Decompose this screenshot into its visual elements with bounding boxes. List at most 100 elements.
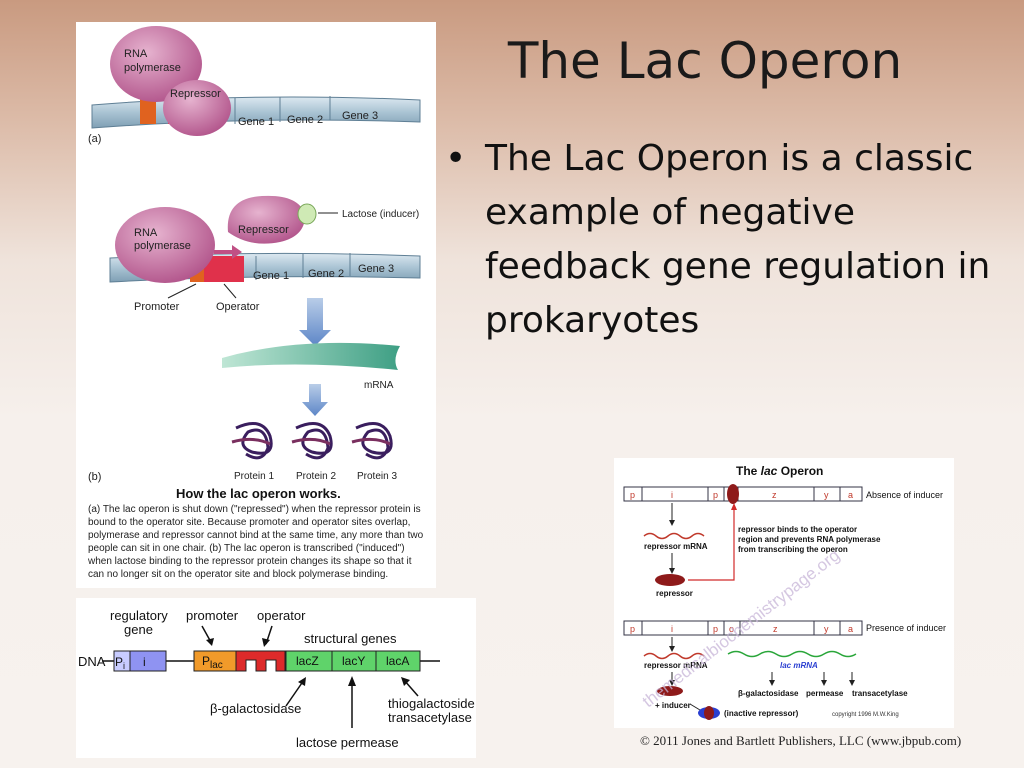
- panel-b-label: (b): [88, 471, 101, 483]
- transacetylase-label: transacetylase: [388, 710, 472, 725]
- free-repressor-icon: [655, 574, 685, 586]
- protein-2-label: Protein 2: [296, 471, 336, 482]
- svg-text:y: y: [824, 624, 829, 634]
- laca-label: lacA: [386, 654, 409, 668]
- operon-map-panel: [76, 598, 476, 758]
- operator-label: operator: [257, 608, 306, 623]
- panel-a-rna-polymerase: [110, 26, 202, 102]
- svg-text:y: y: [824, 490, 829, 500]
- repressor-binding-arrow: [688, 508, 735, 581]
- protein-1-label: Protein 1: [234, 471, 274, 482]
- panel-a-repressor-label: Repressor: [170, 88, 221, 100]
- panel-a-gene-3: Gene 3: [342, 110, 378, 122]
- protein-3-icon: [351, 422, 393, 460]
- repressor-mrna-label: repressor mRNA: [644, 542, 708, 551]
- protein-2-icon: [291, 422, 333, 460]
- dna-label: DNA: [78, 654, 106, 669]
- svg-text:p: p: [713, 624, 718, 634]
- panel-b-mrna-label: mRNA: [364, 380, 394, 391]
- regulatory-gene-label: regulatory: [110, 608, 168, 623]
- promoter-label: promoter: [186, 608, 239, 623]
- i-gene-box: [129, 650, 167, 672]
- transcription-arrow-icon: [299, 298, 331, 346]
- caption-body: (a) The lac operon is shut down ("repres…: [88, 504, 424, 580]
- repressor-mrna-label-2: repressor mRNA: [644, 661, 708, 670]
- beta-gal-product-label: β-galactosidase: [738, 689, 799, 698]
- panel-a-rna-polymerase-label: RNA: [124, 48, 148, 60]
- panel-b-release-arrow-icon: [214, 245, 242, 259]
- bound-repressor-icon: [727, 484, 739, 504]
- repressor-note-2: region and prevents RNA polymerase: [738, 535, 881, 544]
- repressor-note-1: repressor binds to the operator: [738, 525, 857, 534]
- diagram-copyright: copyright 1996 M.W.King: [832, 712, 899, 718]
- structural-genes-label: structural genes: [304, 631, 397, 646]
- repressor-label: repressor: [656, 589, 693, 598]
- beta-galactosidase-label: β-galactosidase: [210, 701, 301, 716]
- panel-b-rna-polymerase-label2: polymerase: [134, 240, 191, 252]
- permease-product-label: permease: [806, 689, 844, 698]
- svg-text:Pi: Pi: [115, 655, 125, 671]
- svg-text:z: z: [772, 490, 777, 500]
- operator-box: [235, 650, 286, 672]
- svg-text:p: p: [630, 624, 635, 634]
- panel-b-lactose-label: Lactose (inducer): [342, 209, 419, 220]
- panel-a-gene-1: Gene 1: [238, 116, 274, 128]
- repressor-note-3: from transcribing the operon: [738, 545, 848, 554]
- panel-a-gene-2: Gene 2: [287, 114, 323, 126]
- inducer-label: + inducer: [655, 701, 691, 710]
- slide-title: The Lac Operon: [507, 32, 903, 90]
- regulatory-gene-label2: gene: [124, 622, 153, 637]
- panel-b-gene-3: Gene 3: [358, 263, 394, 275]
- absence-row-boxes: p i p z y a: [623, 486, 863, 502]
- presence-row-boxes: p i p o z y a: [623, 620, 863, 636]
- panel-b-gene-2: Gene 2: [308, 268, 344, 280]
- laca-box: [375, 650, 421, 672]
- i-gene-label: i: [143, 655, 146, 669]
- absence-of-inducer-label: Absence of inducer: [866, 490, 943, 500]
- bullet-text: The Lac Operon is a classic example of n…: [485, 138, 991, 341]
- panel-b-lactose-icon: [297, 203, 317, 225]
- transacetylase-product-label: transacetylase: [852, 689, 908, 698]
- panel-b-rna-polymerase-label: RNA: [134, 227, 158, 239]
- lac-mrna-label: lac mRNA: [780, 661, 818, 670]
- panel-a-repressor: [163, 80, 231, 136]
- panel-b-rna-polymerase: [115, 207, 215, 283]
- figure-caption-panel: [76, 462, 436, 588]
- svg-text:a: a: [848, 624, 853, 634]
- panel-b-operator-label: Operator: [216, 301, 260, 313]
- svg-text:z: z: [773, 624, 778, 634]
- inactive-repressor-label: (inactive repressor): [724, 709, 799, 718]
- lacz-label: lacZ: [296, 654, 319, 668]
- caption-title: How the lac operon works.: [176, 486, 341, 501]
- thiogalactoside-label: thiogalactoside: [388, 696, 475, 711]
- lac-mrna-wave: [727, 650, 857, 658]
- panel-b-mrna: [222, 342, 400, 370]
- lacy-label: lacY: [342, 654, 365, 668]
- svg-text:p: p: [713, 490, 718, 500]
- repressor-icon-2: [657, 686, 683, 696]
- repressor-mrna-wave-2: [643, 652, 705, 660]
- panel-a-label: (a): [88, 133, 101, 145]
- svg-text:i: i: [671, 624, 673, 634]
- slide-copyright: © 2011 Jones and Bartlett Publishers, LL…: [640, 733, 962, 748]
- svg-text:a: a: [848, 490, 853, 500]
- panel-b-promoter-label: Promoter: [134, 301, 180, 313]
- protein-1-icon: [231, 422, 273, 460]
- presence-of-inducer-label: Presence of inducer: [866, 623, 946, 633]
- regulation-title: The lac Operon: [736, 464, 823, 478]
- protein-3-label: Protein 3: [357, 471, 397, 482]
- lactose-permease-label: lactose permease: [296, 735, 399, 750]
- bullet-item: • The Lac Operon is a classic example of…: [445, 132, 1015, 348]
- svg-text:p: p: [630, 490, 635, 500]
- bullet-dot-icon: •: [445, 138, 467, 179]
- svg-text:i: i: [671, 490, 673, 500]
- repressor-mrna-wave: [643, 532, 705, 540]
- svg-text:o: o: [729, 624, 734, 634]
- panel-b-repressor: [227, 195, 306, 244]
- panel-a-rna-polymerase-label2: polymerase: [124, 62, 181, 74]
- panel-b-repressor-label: Repressor: [238, 224, 289, 236]
- translation-arrow-icon: [302, 384, 328, 416]
